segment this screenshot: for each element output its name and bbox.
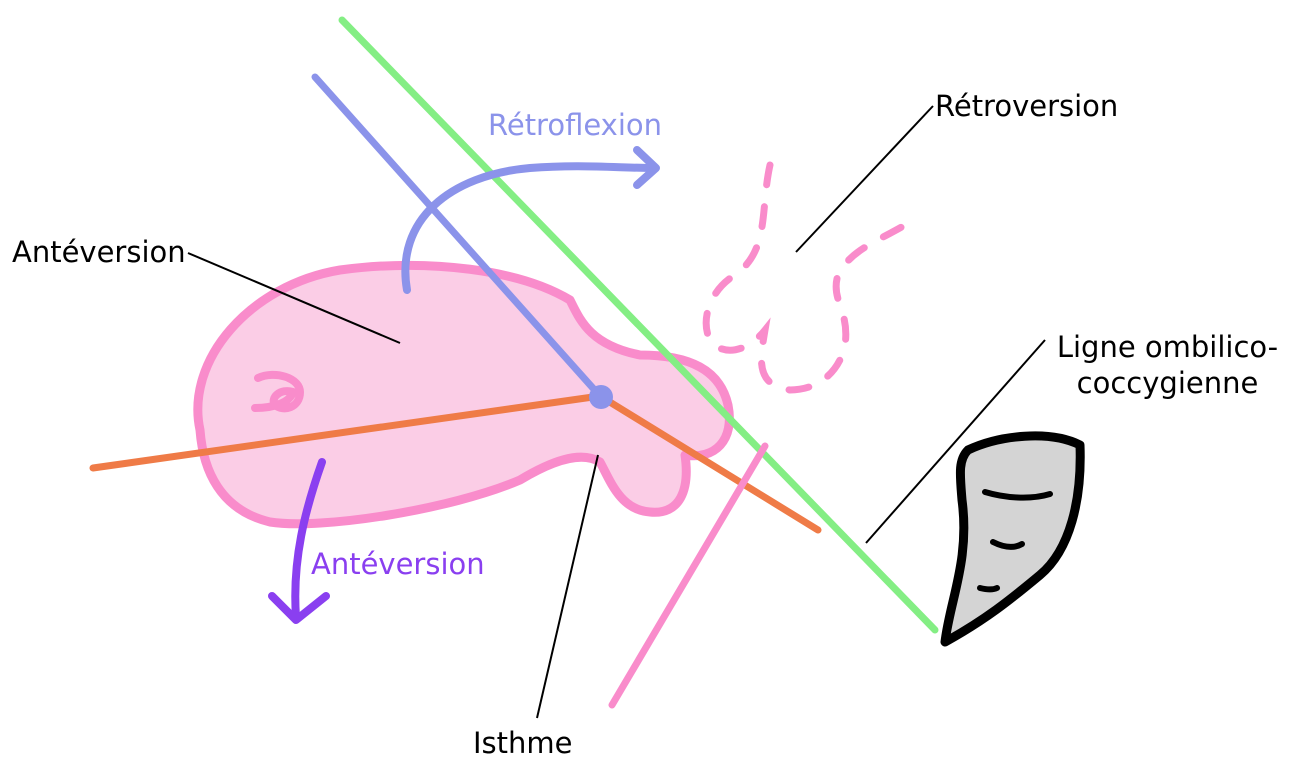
label-retroflexion: Rétroflexion: [488, 111, 662, 140]
leader-retroversion: [796, 106, 933, 252]
label-anteversion: Antéversion: [12, 238, 186, 267]
label-ligne-ombilico-coccygienne: Ligne ombilico- coccygienne: [1050, 329, 1285, 401]
label-isthme: Isthme: [473, 729, 573, 758]
coccyx-segment-3: [980, 588, 997, 590]
leader-isthme: [537, 455, 598, 718]
coccyx-bone-icon: [945, 436, 1080, 642]
label-anteversion-arrow: Antéversion: [311, 550, 485, 579]
retroverted-uterus-outline: [706, 165, 905, 390]
isthmus-pivot-point: [589, 385, 613, 409]
label-ligne-line2: coccygienne: [1050, 365, 1285, 401]
label-ligne-line1: Ligne ombilico-: [1050, 329, 1285, 365]
label-retroversion: Rétroversion: [935, 92, 1118, 121]
